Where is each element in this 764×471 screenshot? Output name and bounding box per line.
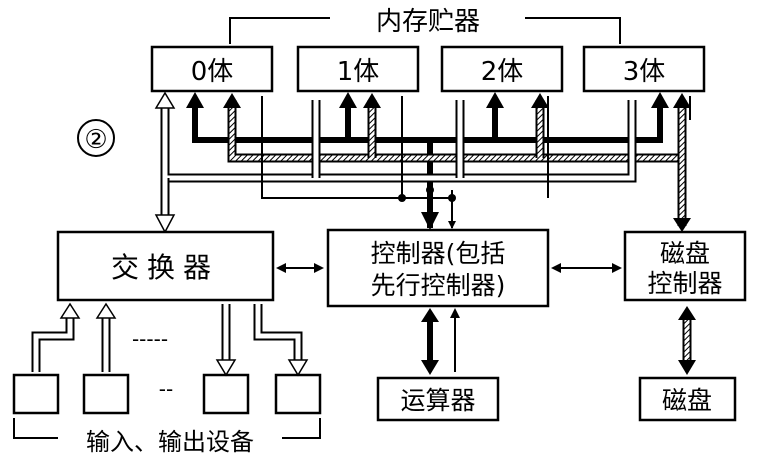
io-dash-bottom: --	[159, 377, 173, 401]
memory-bank-3-label: 3体	[623, 57, 666, 87]
io-devices-label: 输入、输出设备	[86, 428, 254, 456]
circled-number-marker: ②	[77, 119, 115, 157]
controller-label-line1: 控制器(包括	[371, 239, 506, 268]
io-device-4	[274, 373, 322, 415]
disk-controller-box: 磁盘 控制器	[623, 230, 747, 302]
memory-bank-0: 0体	[150, 45, 274, 93]
disk-label: 磁盘	[662, 386, 712, 415]
io-device-2	[82, 373, 130, 415]
memory-bank-1-label: 1体	[337, 57, 380, 87]
controller-label-line2: 先行控制器)	[371, 271, 506, 300]
disk-box: 磁盘	[638, 376, 737, 422]
bus-lines	[154, 91, 691, 234]
io-device-1	[12, 373, 60, 415]
switch-box: 交换器	[56, 230, 275, 302]
memory-bank-0-label: 0体	[191, 57, 234, 87]
horizontal-links	[276, 263, 622, 273]
switch-label: 交换器	[111, 251, 219, 284]
memory-bank-2-label: 2体	[481, 57, 524, 87]
memory-storage-title: 内存贮器	[376, 7, 480, 37]
memory-bank-3: 3体	[582, 45, 706, 93]
disk-controller-label-line1: 磁盘	[660, 239, 710, 268]
io-caption-bracket: 输入、输出设备	[13, 418, 321, 456]
memory-bank-1: 1体	[296, 45, 420, 93]
controller-alu-links	[421, 308, 460, 375]
alu-box: 运算器	[376, 376, 500, 422]
marker-text: ②	[84, 125, 107, 155]
memory-bank-2: 2体	[440, 45, 564, 93]
controller-box: 控制器(包括 先行控制器)	[326, 228, 550, 308]
disk-controller-label-line2: 控制器	[647, 269, 722, 298]
io-device-3	[202, 373, 250, 415]
io-dash-top: -----	[132, 327, 168, 351]
disk-link	[678, 306, 696, 375]
memory-storage-bracket: 内存贮器	[229, 7, 621, 44]
alu-label: 运算器	[400, 386, 475, 415]
io-links	[31, 302, 309, 377]
io-devices: ----- --	[12, 327, 322, 415]
